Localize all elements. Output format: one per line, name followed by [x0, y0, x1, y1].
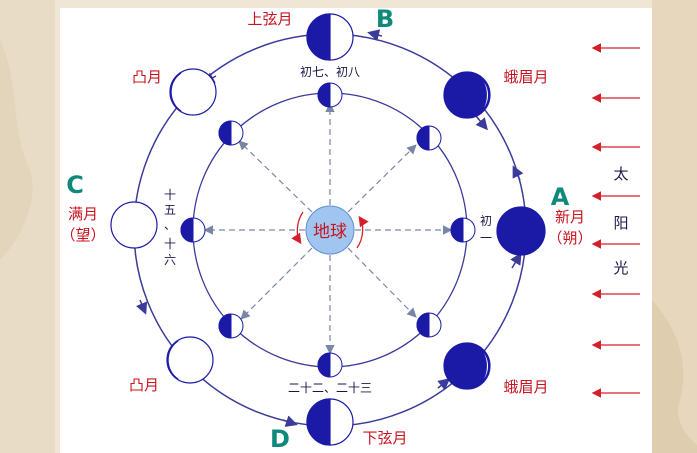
inner-moon-tl — [218, 120, 244, 146]
letter-c: C — [66, 171, 84, 199]
label-gibbous-bottom: 凸月 — [129, 376, 159, 394]
sunlight-char-0: 太 — [613, 165, 628, 183]
day-label-left-0: 十 — [164, 188, 176, 202]
inner-moon-left — [180, 217, 206, 243]
earth — [305, 205, 355, 255]
day-label-right-2: 一 — [480, 231, 492, 245]
day-label-right-1: 初 — [480, 214, 492, 228]
day-label-left-1: 五 — [164, 203, 176, 217]
moon-last-quarter — [306, 398, 354, 446]
inner-moon-bottom — [317, 352, 343, 378]
label-first-quarter: 上弦月 — [247, 10, 292, 28]
letter-a: A — [551, 183, 570, 211]
label-crescent-bottom: 蛾眉月 — [503, 378, 548, 396]
letter-b: B — [376, 5, 394, 33]
inner-moons — [180, 82, 476, 378]
outer-moons — [110, 13, 546, 446]
letter-d: D — [270, 425, 290, 453]
earth-label: 地球 — [313, 222, 347, 242]
sunlight-char-2: 光 — [613, 259, 628, 277]
sunlight-rays — [203, 102, 453, 355]
moon-gibbous-bottom — [166, 336, 214, 384]
inner-moon-bl — [218, 313, 244, 339]
day-label-bottom: 二十二、二十三 — [288, 381, 372, 395]
sunlight-label: 太 阳 光 — [613, 165, 628, 277]
inner-moon-top — [317, 82, 343, 108]
earth-rotation-arrow-left — [291, 211, 304, 245]
day-label-left-2: 、 — [164, 218, 176, 232]
label-new: 新月 — [555, 208, 585, 226]
moon-first-quarter — [306, 13, 354, 61]
label-new-alt: （朔） — [547, 229, 592, 247]
moon-full — [110, 201, 158, 249]
point-letters: A B C D — [66, 5, 570, 453]
phase-labels: 上弦月 凸月 蛾眉月 满月 （望） 新月 （朔） 凸月 蛾眉月 下弦月 — [60, 10, 592, 447]
inner-moon-br — [416, 312, 442, 338]
label-crescent-top: 蛾眉月 — [503, 68, 548, 86]
label-full-alt: （望） — [60, 226, 105, 244]
inner-moon-right — [450, 217, 476, 243]
day-label-left-4: 六 — [164, 253, 176, 267]
label-full: 满月 — [68, 205, 98, 223]
moon-crescent-bottom — [443, 342, 491, 390]
label-gibbous-top: 凸月 — [132, 68, 162, 86]
day-label-top: 初七、初八 — [300, 65, 360, 79]
sun-arrows — [591, 43, 640, 398]
day-labels: 初七、初八 二十二、二十三 初 一 十 五 、 十 六 — [164, 65, 492, 395]
day-label-left-3: 十 — [164, 237, 176, 251]
earth-rotation-arrow-right — [356, 215, 369, 249]
label-last-quarter: 下弦月 — [362, 429, 407, 447]
moon-new — [496, 206, 546, 256]
inner-moon-tr — [416, 125, 442, 151]
sunlight-char-1: 阳 — [613, 214, 628, 232]
moon-gibbous-top — [169, 68, 217, 116]
moon-crescent-top — [443, 71, 491, 119]
